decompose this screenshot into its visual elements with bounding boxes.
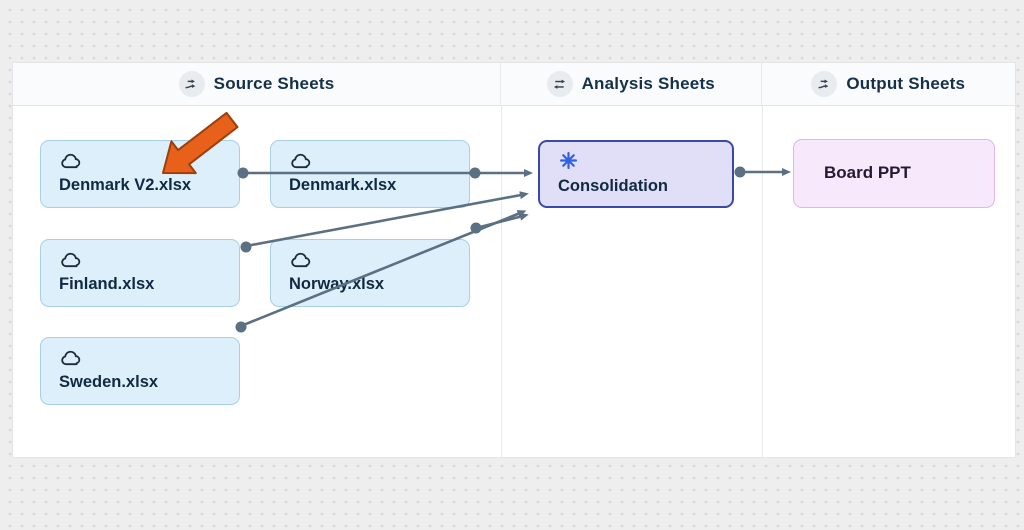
node-board-ppt[interactable]: Board PPT [793, 139, 995, 208]
column-title-source: Source Sheets [213, 74, 335, 93]
cloud-icon [289, 152, 453, 175]
merge-arrows-icon [178, 71, 205, 97]
column-title-analysis: Analysis Sheets [581, 74, 715, 93]
cloud-icon [59, 152, 223, 175]
spark-icon [558, 150, 716, 176]
node-consolidation[interactable]: Consolidation [538, 140, 734, 208]
column-headers: Source Sheets Analysis Sheets [13, 63, 1015, 106]
node-label: Finland.xlsx [59, 274, 155, 293]
cloud-icon [59, 251, 223, 274]
node-denmark[interactable]: Denmark.xlsx [270, 140, 470, 208]
cloud-icon [289, 251, 453, 274]
node-sweden[interactable]: Sweden.xlsx [40, 337, 240, 405]
node-denmark-v2[interactable]: Denmark V2.xlsx [40, 140, 240, 208]
swap-arrows-icon [546, 71, 573, 97]
column-header-analysis: Analysis Sheets [500, 63, 760, 105]
column-title-output: Output Sheets [846, 74, 966, 93]
cloud-icon [59, 349, 223, 372]
column-divider [501, 106, 502, 457]
node-label: Denmark V2.xlsx [59, 175, 192, 194]
column-header-source: Source Sheets [13, 63, 500, 105]
node-label: Norway.xlsx [289, 274, 385, 293]
column-header-output: Output Sheets [760, 63, 1016, 105]
column-divider [762, 106, 763, 457]
merge-arrows-icon [811, 71, 838, 97]
node-finland[interactable]: Finland.xlsx [40, 239, 240, 307]
node-label: Denmark.xlsx [289, 175, 397, 194]
node-norway[interactable]: Norway.xlsx [270, 239, 470, 307]
node-label: Sweden.xlsx [59, 372, 159, 391]
node-label: Consolidation [558, 177, 668, 195]
node-label: Board PPT [824, 162, 911, 182]
